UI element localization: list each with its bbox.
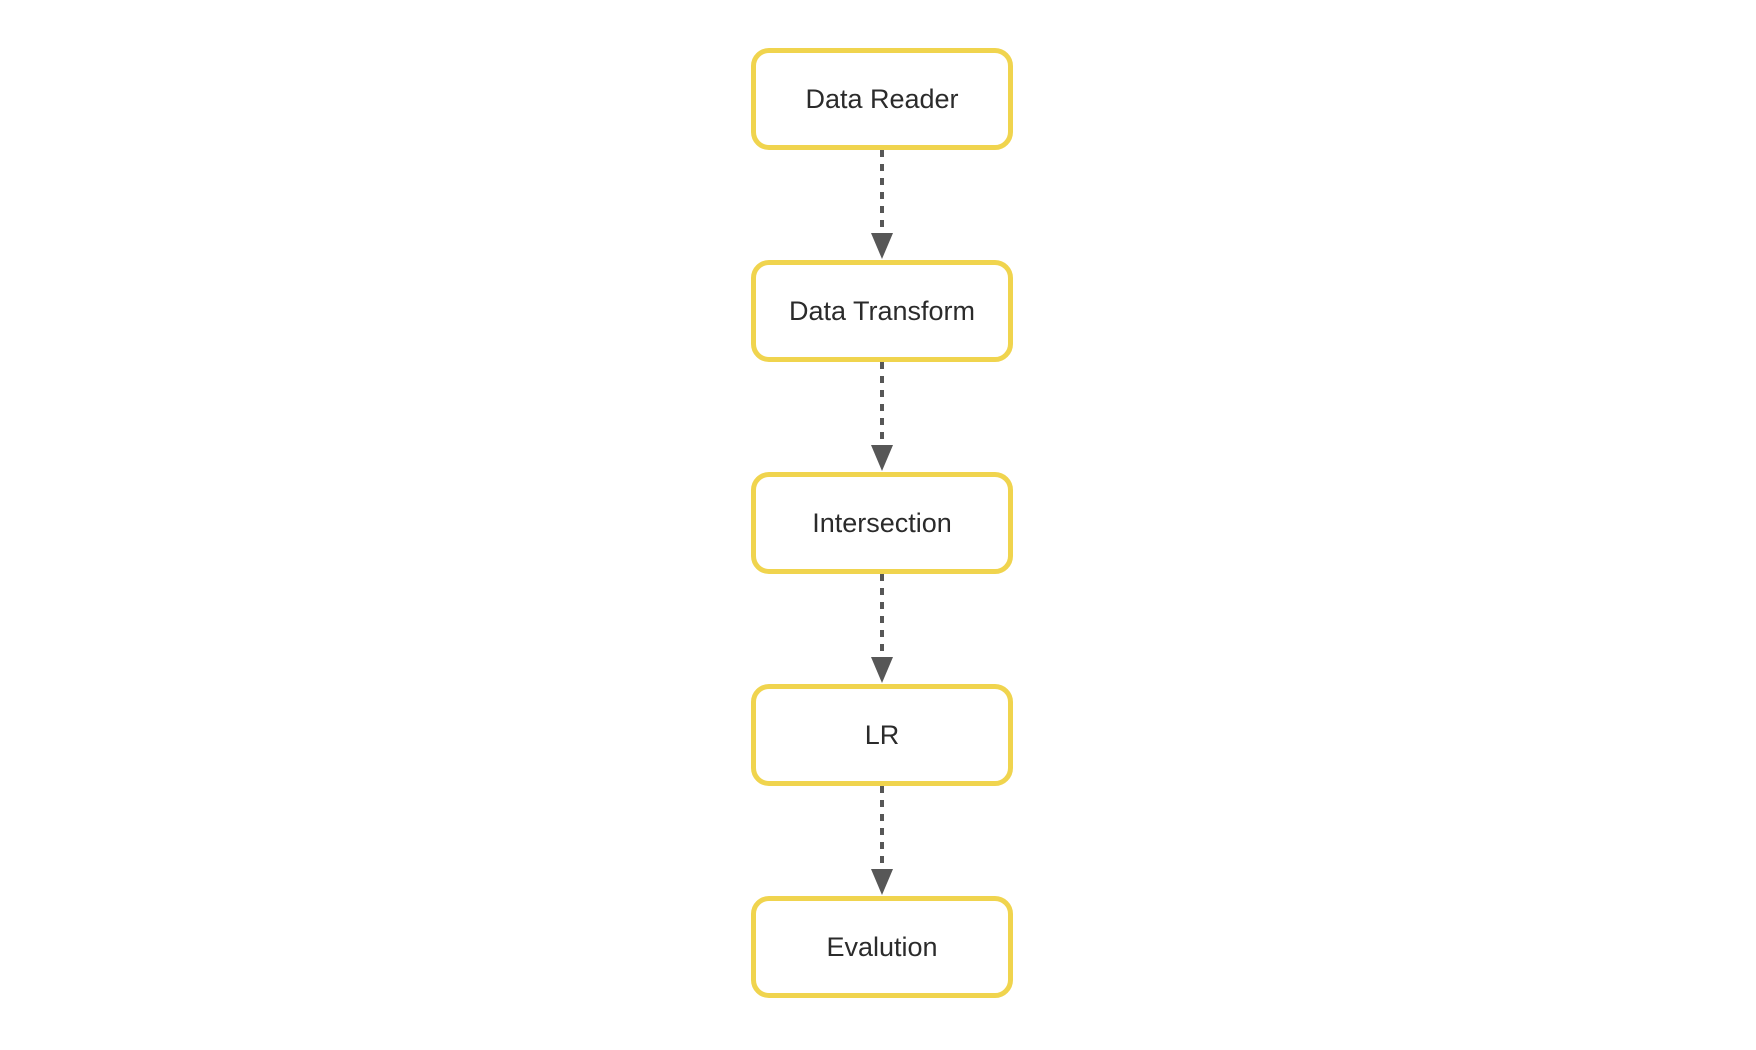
dashed-arrow-2 — [871, 362, 893, 471]
pipeline-flowchart: Data Reader Data Transform Intersection … — [751, 48, 1013, 998]
flow-node-data-reader[interactable]: Data Reader — [751, 48, 1013, 150]
flow-node-evalution[interactable]: Evalution — [751, 896, 1013, 998]
node-label-intersection: Intersection — [812, 507, 952, 538]
node-label-lr: LR — [864, 719, 900, 750]
flow-node-data-transform[interactable]: Data Transform — [751, 260, 1013, 362]
dashed-arrow-3 — [871, 574, 893, 683]
node-label-data-transform: Data Transform — [788, 295, 976, 326]
node-label-evalution: Evalution — [826, 931, 938, 962]
flow-node-lr[interactable]: LR — [751, 684, 1013, 786]
flow-node-intersection[interactable]: Intersection — [751, 472, 1013, 574]
node-label-data-reader: Data Reader — [805, 83, 959, 114]
dashed-arrow-1 — [871, 150, 893, 259]
dashed-arrow-4 — [871, 786, 893, 895]
